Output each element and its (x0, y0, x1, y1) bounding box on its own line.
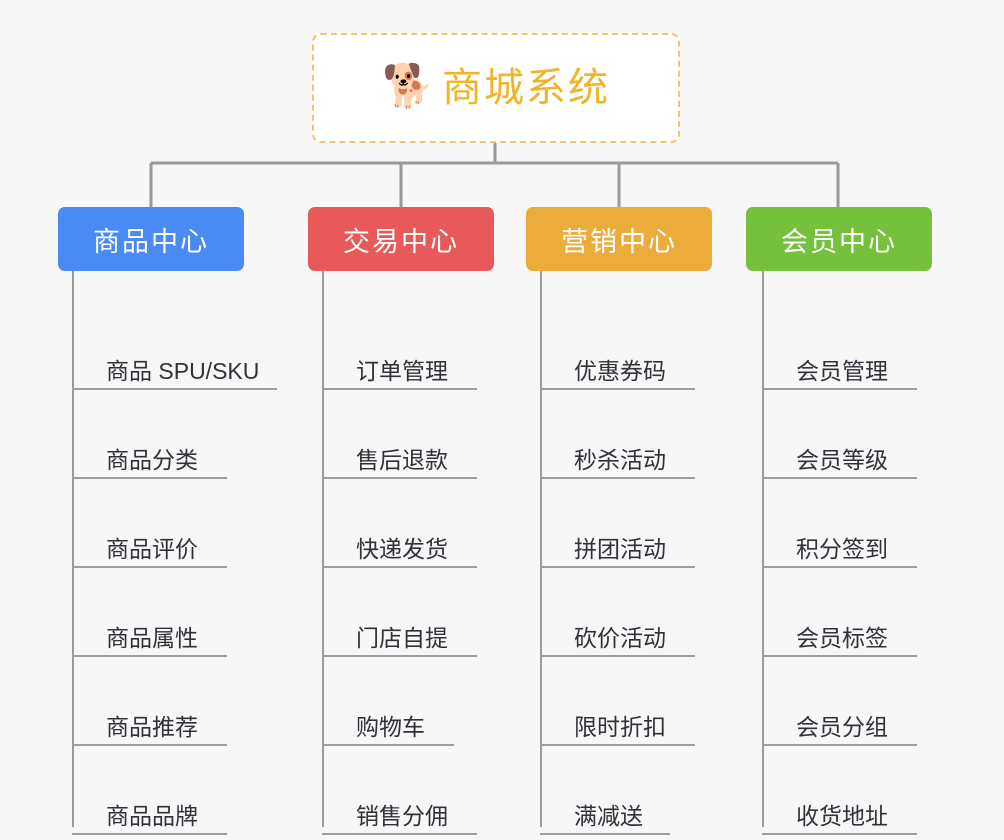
leaf-label: 商品品牌 (106, 803, 198, 829)
leaf-item[interactable]: 商品推荐 (72, 657, 259, 746)
branch-column-member: 会员中心 会员管理 会员等级 积分签到 会员标签 会员分组 (746, 207, 932, 835)
leaf-item[interactable]: 商品评价 (72, 479, 259, 568)
leaf-label: 优惠券码 (574, 358, 666, 384)
shiba-dog-face-icon: 🐕 (382, 62, 435, 109)
branch-header-label: 会员中心 (781, 226, 897, 257)
branch-column-trade: 交易中心 订单管理 售后退款 快递发货 门店自提 购物车 (308, 207, 494, 835)
leaf-item[interactable]: 售后退款 (322, 390, 494, 479)
leaf-label: 拼团活动 (574, 536, 666, 562)
branch-trunk-line (540, 271, 542, 827)
leaf-label: 商品推荐 (106, 714, 198, 740)
leaf-label: 购物车 (356, 714, 425, 740)
leaf-underline (72, 655, 227, 657)
leaf-item[interactable]: 满减送 (540, 746, 712, 835)
leaf-label: 销售分佣 (356, 803, 448, 829)
leaf-underline (762, 477, 917, 479)
leaf-underline (322, 655, 477, 657)
root-node[interactable]: 🐕 商城系统 (312, 33, 680, 143)
leaf-label: 商品评价 (106, 536, 198, 562)
branch-trunk-line (322, 271, 324, 827)
leaf-item[interactable]: 门店自提 (322, 568, 494, 657)
branch-trunk-line (762, 271, 764, 827)
leaf-underline (322, 388, 477, 390)
leaf-underline (540, 477, 695, 479)
leaf-label: 订单管理 (356, 358, 448, 384)
leaf-underline (540, 744, 695, 746)
leaf-underline (72, 744, 227, 746)
leaf-item[interactable]: 拼团活动 (540, 479, 712, 568)
branch-header-trade[interactable]: 交易中心 (308, 207, 494, 271)
leaf-label: 会员管理 (796, 358, 888, 384)
branch-header-label: 营销中心 (561, 226, 677, 257)
leaf-item[interactable]: 销售分佣 (322, 746, 494, 835)
leaf-label: 积分签到 (796, 536, 888, 562)
leaf-underline (762, 744, 917, 746)
leaf-underline (540, 388, 695, 390)
leaf-item[interactable]: 订单管理 (322, 301, 494, 390)
leaf-item[interactable]: 商品 SPU/SKU (72, 301, 277, 390)
leaf-item[interactable]: 购物车 (322, 657, 494, 746)
branch-column-product: 商品中心 商品 SPU/SKU 商品分类 商品评价 商品属性 商品推荐 (58, 207, 277, 835)
leaf-label: 收货地址 (796, 803, 888, 829)
leaf-item[interactable]: 会员等级 (762, 390, 932, 479)
leaf-label: 商品 SPU/SKU (106, 358, 260, 384)
leaf-underline (72, 388, 277, 390)
branch-trunk-line (72, 271, 74, 827)
branch-items-trade: 订单管理 售后退款 快递发货 门店自提 购物车 销售分佣 (322, 271, 494, 835)
leaf-label: 秒杀活动 (574, 447, 666, 473)
leaf-label: 售后退款 (356, 447, 448, 473)
leaf-underline (322, 477, 477, 479)
branch-header-marketing[interactable]: 营销中心 (526, 207, 712, 271)
leaf-item[interactable]: 秒杀活动 (540, 390, 712, 479)
leaf-item[interactable]: 限时折扣 (540, 657, 712, 746)
leaf-item[interactable]: 会员标签 (762, 568, 932, 657)
leaf-item[interactable]: 商品属性 (72, 568, 259, 657)
branch-header-member[interactable]: 会员中心 (746, 207, 932, 271)
leaf-label: 会员标签 (796, 625, 888, 651)
leaf-underline (72, 566, 227, 568)
branch-header-label: 交易中心 (343, 226, 459, 257)
leaf-item[interactable]: 商品品牌 (72, 746, 259, 835)
leaf-underline (322, 566, 477, 568)
root-title: 商城系统 (442, 66, 610, 110)
leaf-underline (72, 833, 227, 835)
branch-items-marketing: 优惠券码 秒杀活动 拼团活动 砍价活动 限时折扣 满减送 (540, 271, 712, 835)
branch-header-label: 商品中心 (93, 226, 209, 257)
leaf-item[interactable]: 会员分组 (762, 657, 932, 746)
leaf-underline (540, 655, 695, 657)
leaf-underline (540, 566, 695, 568)
leaf-label: 会员分组 (796, 714, 888, 740)
leaf-item[interactable]: 砍价活动 (540, 568, 712, 657)
leaf-underline (762, 388, 917, 390)
leaf-underline (322, 833, 477, 835)
leaf-underline (762, 655, 917, 657)
leaf-item[interactable]: 会员管理 (762, 301, 932, 390)
leaf-underline (762, 566, 917, 568)
branch-items-member: 会员管理 会员等级 积分签到 会员标签 会员分组 收货地址 (762, 271, 932, 835)
leaf-label: 砍价活动 (574, 625, 666, 651)
leaf-item[interactable]: 积分签到 (762, 479, 932, 568)
branch-column-marketing: 营销中心 优惠券码 秒杀活动 拼团活动 砍价活动 限时折扣 (526, 207, 712, 835)
leaf-underline (322, 744, 454, 746)
branch-items-product: 商品 SPU/SKU 商品分类 商品评价 商品属性 商品推荐 商品品牌 (72, 271, 277, 835)
leaf-label: 快递发货 (356, 536, 448, 562)
leaf-label: 会员等级 (796, 447, 888, 473)
leaf-label: 商品分类 (106, 447, 198, 473)
leaf-label: 门店自提 (356, 625, 448, 651)
leaf-label: 满减送 (574, 803, 643, 829)
leaf-underline (72, 477, 227, 479)
leaf-label: 商品属性 (106, 625, 198, 651)
leaf-item[interactable]: 快递发货 (322, 479, 494, 568)
leaf-item[interactable]: 商品分类 (72, 390, 259, 479)
leaf-underline (762, 833, 917, 835)
leaf-underline (540, 833, 670, 835)
leaf-item[interactable]: 收货地址 (762, 746, 932, 835)
leaf-item[interactable]: 优惠券码 (540, 301, 712, 390)
leaf-label: 限时折扣 (574, 714, 666, 740)
branch-header-product[interactable]: 商品中心 (58, 207, 244, 271)
